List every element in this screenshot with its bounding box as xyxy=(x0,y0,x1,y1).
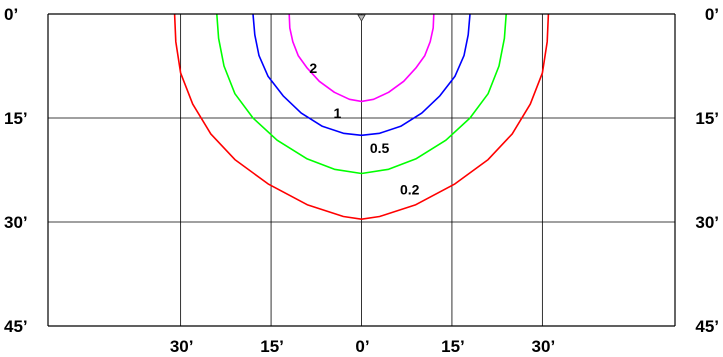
series-group xyxy=(173,13,550,220)
contour-label-0: 2 xyxy=(309,60,317,76)
x-tick-label-0: 30’ xyxy=(170,337,194,356)
contour-label-2: 0.5 xyxy=(370,140,390,156)
contour-line-3 xyxy=(173,13,550,220)
source-marker-icon xyxy=(357,14,366,22)
grid xyxy=(48,14,675,326)
x-tick-label-1: 15’ xyxy=(260,337,284,356)
plot-frame xyxy=(47,13,676,327)
y-tick-label-right-2: 30’ xyxy=(695,213,719,232)
contour-label-1: 1 xyxy=(333,105,341,121)
y-tick-label-left-1: 15’ xyxy=(4,109,28,128)
tick-labels: 0’ 0’ 15’ 15’ 30’ 30’ 45’ 45’ 30’ 15’ 0’ 15’ 30’ xyxy=(4,5,719,356)
contour-line-0 xyxy=(288,13,435,103)
x-tick-label-3: 15’ xyxy=(441,337,465,356)
contour-line-2 xyxy=(216,13,507,175)
y-tick-label-left-3: 45’ xyxy=(4,317,28,336)
y-tick-label-left-0: 0’ xyxy=(4,5,18,24)
contour-labels: 2 1 0.5 0.2 xyxy=(309,60,419,197)
y-tick-label-right-1: 15’ xyxy=(695,109,719,128)
y-tick-label-right-3: 45’ xyxy=(695,317,719,336)
y-tick-label-right-0: 0’ xyxy=(705,5,719,24)
x-tick-label-2: 0’ xyxy=(355,337,369,356)
x-tick-label-4: 30’ xyxy=(532,337,556,356)
contour-label-3: 0.2 xyxy=(400,182,420,198)
source-marker-group xyxy=(357,14,366,22)
contour-line-1 xyxy=(252,13,471,137)
y-tick-label-left-2: 30’ xyxy=(4,213,28,232)
